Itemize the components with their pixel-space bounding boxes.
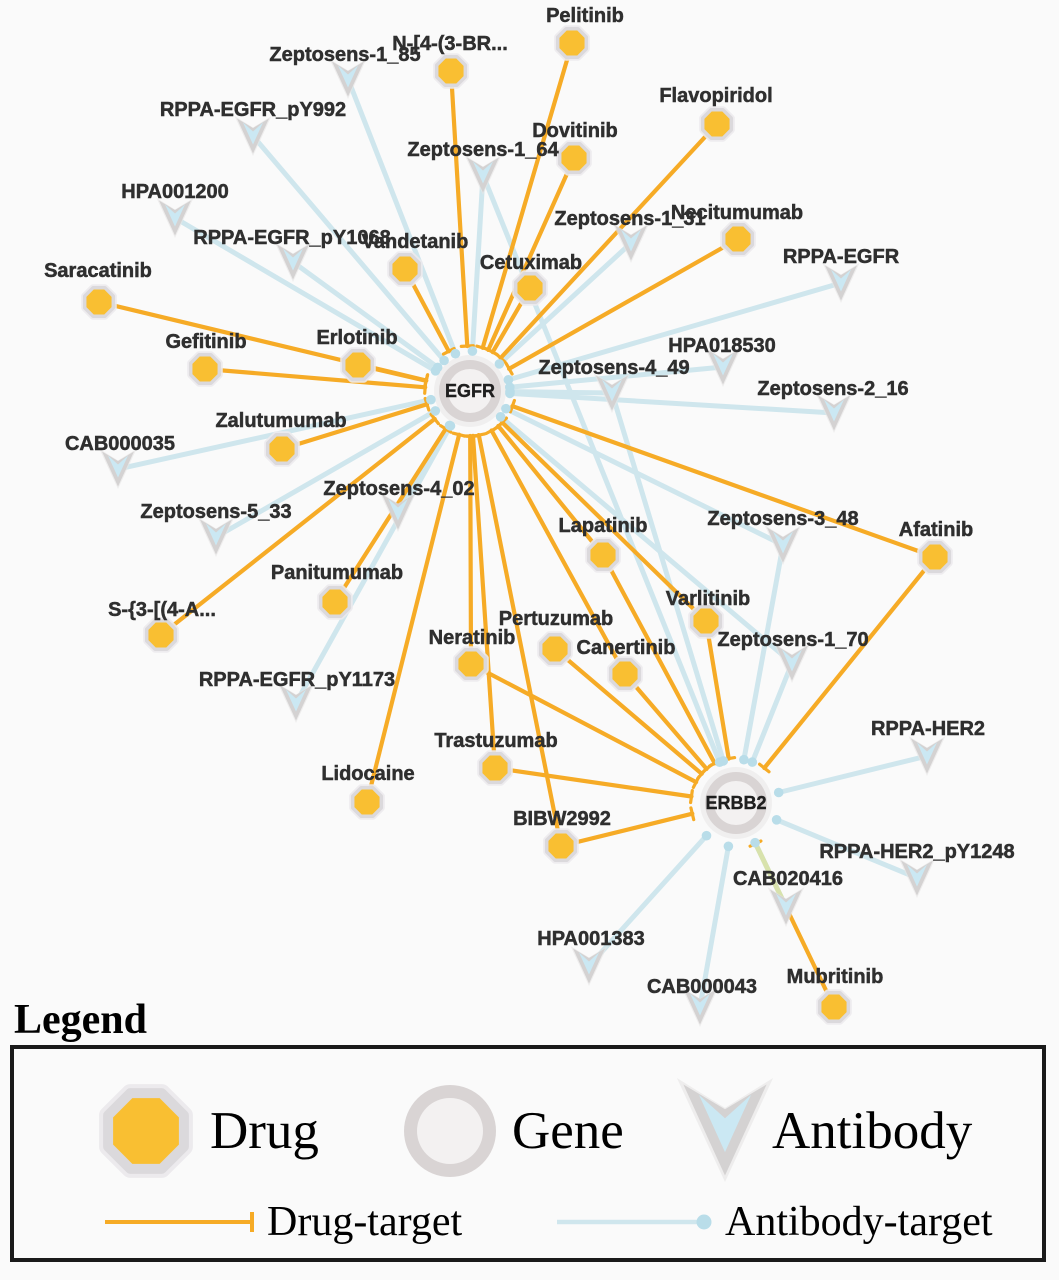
svg-text:RPPA-EGFR_pY1173: RPPA-EGFR_pY1173 <box>199 669 395 691</box>
svg-text:Afatinib: Afatinib <box>899 519 973 541</box>
svg-text:Vandetanib: Vandetanib <box>362 231 469 253</box>
svg-text:Flavopiridol: Flavopiridol <box>659 85 772 107</box>
svg-text:Drug: Drug <box>210 1102 319 1160</box>
svg-text:Zeptosens-4_49: Zeptosens-4_49 <box>538 357 689 379</box>
svg-text:S-{3-[(4-A...: S-{3-[(4-A... <box>108 599 216 621</box>
svg-text:Necitumumab: Necitumumab <box>671 202 803 224</box>
svg-text:ERBB2: ERBB2 <box>705 793 766 813</box>
svg-text:CAB020416: CAB020416 <box>733 868 843 890</box>
svg-text:Canertinib: Canertinib <box>577 637 676 659</box>
svg-text:HPA001200: HPA001200 <box>121 181 228 203</box>
svg-text:RPPA-EGFR_pY1068: RPPA-EGFR_pY1068 <box>193 227 390 249</box>
svg-text:Dovitinib: Dovitinib <box>532 120 618 142</box>
svg-text:Zeptosens-2_16: Zeptosens-2_16 <box>757 378 908 400</box>
svg-text:EGFR: EGFR <box>445 381 495 401</box>
svg-text:Legend: Legend <box>14 997 147 1043</box>
svg-text:Varlitinib: Varlitinib <box>666 588 750 610</box>
svg-text:N-[4-(3-BR...: N-[4-(3-BR... <box>392 33 508 55</box>
svg-text:Mubritinib: Mubritinib <box>787 966 884 988</box>
svg-text:RPPA-HER2: RPPA-HER2 <box>871 718 985 740</box>
svg-text:CAB000035: CAB000035 <box>65 433 175 455</box>
svg-text:Antibody-target: Antibody-target <box>725 1199 993 1245</box>
svg-text:RPPA-EGFR: RPPA-EGFR <box>783 246 900 268</box>
svg-text:Zeptosens-3_48: Zeptosens-3_48 <box>707 508 858 530</box>
svg-text:RPPA-HER2_pY1248: RPPA-HER2_pY1248 <box>819 841 1014 863</box>
svg-text:Antibody: Antibody <box>772 1102 973 1160</box>
svg-text:Zeptosens-1_64: Zeptosens-1_64 <box>407 139 559 161</box>
svg-text:Zeptosens-1_70: Zeptosens-1_70 <box>717 629 868 651</box>
svg-text:Zeptosens-4_02: Zeptosens-4_02 <box>323 478 474 500</box>
svg-text:CAB000043: CAB000043 <box>647 976 757 998</box>
svg-text:Pertuzumab: Pertuzumab <box>499 608 613 630</box>
svg-text:Zeptosens-1_31: Zeptosens-1_31 <box>554 208 705 230</box>
svg-text:Gene: Gene <box>512 1102 624 1160</box>
svg-text:Zeptosens-1_85: Zeptosens-1_85 <box>269 44 420 66</box>
svg-text:Zalutumumab: Zalutumumab <box>215 410 346 432</box>
svg-text:Lidocaine: Lidocaine <box>321 763 414 785</box>
svg-text:Erlotinib: Erlotinib <box>316 327 397 349</box>
svg-text:Pelitinib: Pelitinib <box>546 5 624 27</box>
svg-text:Drug-target: Drug-target <box>267 1199 462 1245</box>
svg-text:RPPA-EGFR_pY992: RPPA-EGFR_pY992 <box>160 99 346 121</box>
svg-text:HPA001383: HPA001383 <box>537 928 644 950</box>
svg-text:Lapatinib: Lapatinib <box>559 515 648 537</box>
svg-text:Gefitinib: Gefitinib <box>165 331 246 353</box>
svg-text:Cetuximab: Cetuximab <box>480 252 582 274</box>
svg-text:HPA018530: HPA018530 <box>668 335 775 357</box>
svg-text:Neratinib: Neratinib <box>429 627 516 649</box>
svg-text:BIBW2992: BIBW2992 <box>513 808 611 830</box>
svg-text:Saracatinib: Saracatinib <box>44 260 152 282</box>
svg-text:Zeptosens-5_33: Zeptosens-5_33 <box>140 501 291 523</box>
svg-text:Trastuzumab: Trastuzumab <box>434 730 557 752</box>
svg-text:Panitumumab: Panitumumab <box>271 562 403 584</box>
